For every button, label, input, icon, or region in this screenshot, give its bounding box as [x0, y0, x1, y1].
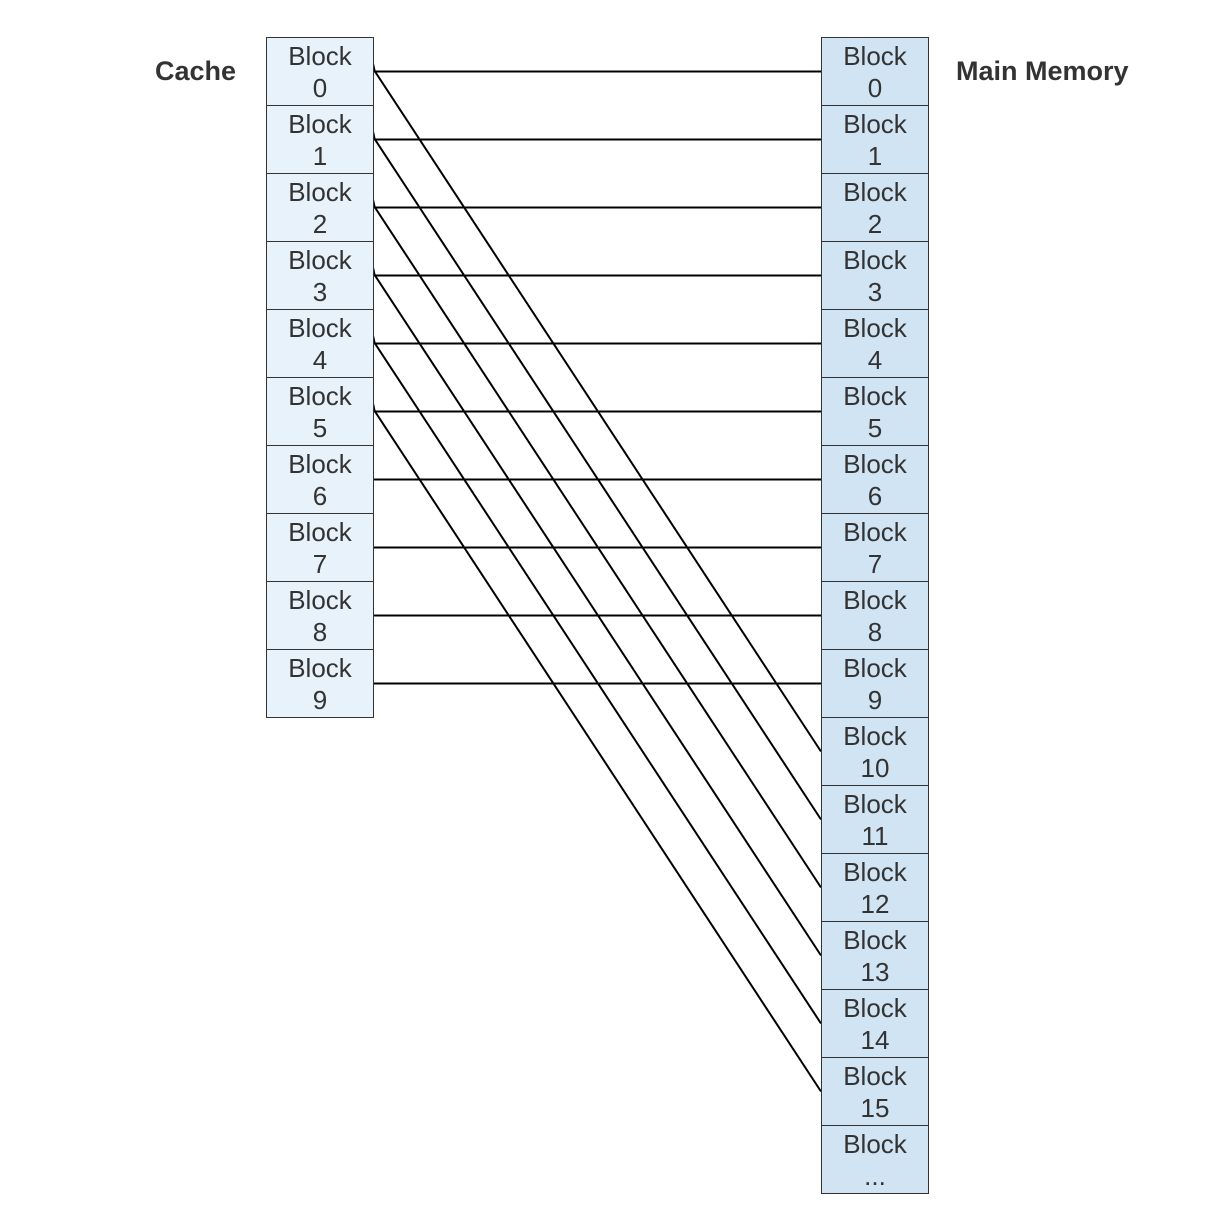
block-number: 2: [867, 208, 883, 239]
arrow-memory-10-to-cache-0: [360, 54, 822, 753]
block-number: 10: [860, 752, 890, 783]
arrow-memory-11-to-cache-1: [360, 122, 822, 821]
block-word: Block: [843, 516, 907, 547]
block-word: Block: [288, 176, 352, 207]
block-word: Block: [843, 448, 907, 479]
block-number: 6: [867, 480, 883, 511]
block-number: 3: [312, 276, 328, 307]
block-word: Block: [843, 924, 907, 955]
block-word: Block: [843, 584, 907, 615]
block-number: 2: [312, 208, 328, 239]
block-word: Block: [843, 992, 907, 1023]
block-word: Block: [843, 312, 907, 343]
block-word: Block: [843, 380, 907, 411]
block-number: 7: [867, 548, 883, 579]
block-word: Block: [288, 244, 352, 275]
block-word: Block: [288, 448, 352, 479]
block-number: 4: [312, 344, 328, 375]
block-word: Block: [843, 720, 907, 751]
block-word: Block: [288, 312, 352, 343]
block-number: 1: [867, 140, 883, 171]
block-word: Block: [843, 244, 907, 275]
block-word: Block: [843, 856, 907, 887]
block-number: 0: [867, 72, 883, 103]
arrow-memory-12-to-cache-2: [360, 190, 822, 889]
block-word: Block: [843, 1060, 907, 1091]
block-number: 7: [312, 548, 328, 579]
arrow-memory-15-to-cache-5: [360, 394, 822, 1093]
block-word: Block: [843, 40, 907, 71]
block-number: 15: [860, 1092, 890, 1123]
block-word: Block: [843, 176, 907, 207]
block-number: 4: [867, 344, 883, 375]
cache-label: Cache: [155, 56, 237, 86]
block-number: 6: [312, 480, 328, 511]
block-number: 13: [860, 956, 890, 987]
block-number: 12: [860, 888, 890, 919]
block-number: 11: [861, 820, 889, 851]
block-word: Block: [288, 108, 352, 139]
block-number: 0: [312, 72, 328, 103]
block-number: 1: [312, 140, 328, 171]
block-word: Block: [288, 652, 352, 683]
block-word: Block: [288, 516, 352, 547]
block-number: 5: [867, 412, 883, 443]
block-word: Block: [843, 652, 907, 683]
block-number: 14: [860, 1024, 890, 1055]
block-number: 9: [867, 684, 883, 715]
main-memory-label: Main Memory: [956, 56, 1129, 86]
block-word: Block: [843, 108, 907, 139]
block-word: Block: [843, 1128, 907, 1159]
memory-block-more: Block...: [821, 1125, 929, 1194]
block-number: 5: [312, 412, 328, 443]
block-word: Block: [843, 788, 907, 819]
arrow-memory-13-to-cache-3: [360, 258, 822, 957]
block-word: Block: [288, 380, 352, 411]
block-number: 3: [867, 276, 883, 307]
arrow-memory-14-to-cache-4: [360, 326, 822, 1025]
block-number: ...: [864, 1160, 886, 1191]
block-word: Block: [288, 40, 352, 71]
block-word: Block: [288, 584, 352, 615]
block-number: 8: [867, 616, 883, 647]
block-number: 9: [312, 684, 328, 715]
block-number: 8: [312, 616, 328, 647]
